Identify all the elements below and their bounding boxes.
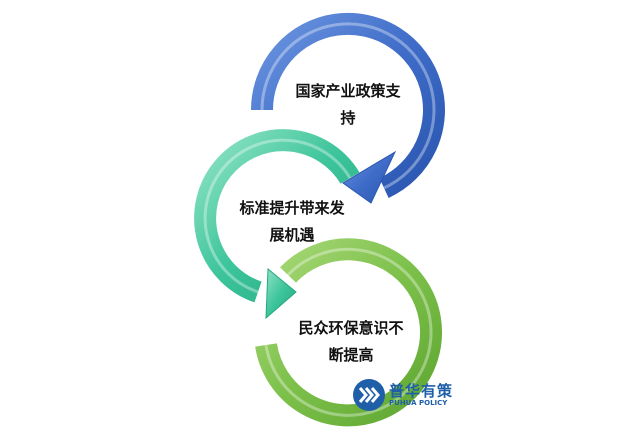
arrow-ring-2 <box>194 129 360 320</box>
step-3-line-1: 民众环保意识不 <box>298 319 404 337</box>
brand-logo: 普华有策 PUHUA POLICY <box>352 378 462 414</box>
arrow-ring-1 <box>251 12 445 204</box>
logo-chevrons-icon <box>353 379 385 411</box>
step-label-2: 标准提升带来发 展机遇 <box>227 195 357 249</box>
step-2-line-2: 展机遇 <box>269 226 315 244</box>
logo-name-cn: 普华有策 <box>389 382 454 400</box>
step-label-1: 国家产业政策支 持 <box>283 78 413 132</box>
step-1-line-2: 持 <box>340 109 356 127</box>
step-3-line-2: 断提高 <box>328 346 374 364</box>
step-2-line-1: 标准提升带来发 <box>239 199 345 217</box>
step-label-3: 民众环保意识不 断提高 <box>286 315 416 369</box>
arrow-ring-3 <box>255 238 443 427</box>
logo-name-en: PUHUA POLICY <box>389 399 448 407</box>
step-1-line-1: 国家产业政策支 <box>295 82 401 100</box>
